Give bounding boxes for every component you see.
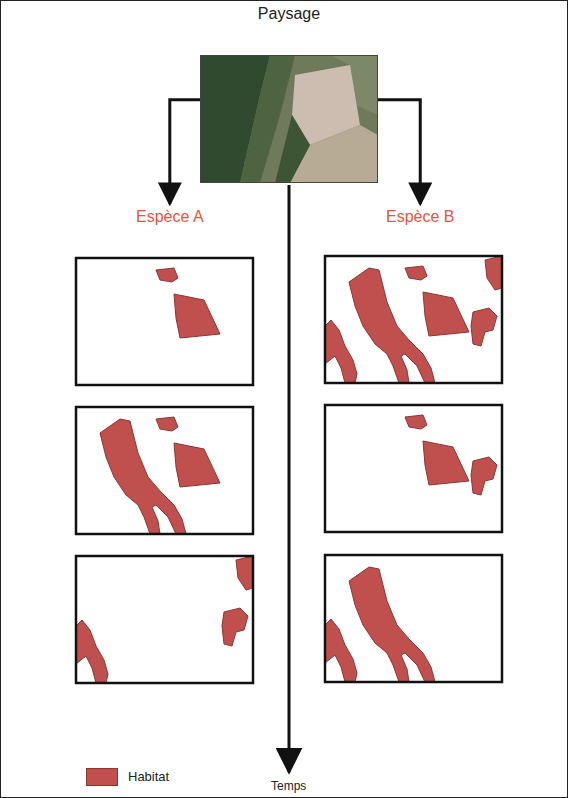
habitat-panel bbox=[76, 258, 253, 385]
photo-node: Paysage bbox=[200, 55, 378, 183]
habitat-panel bbox=[325, 256, 502, 383]
species-label: Espèce A bbox=[132, 206, 208, 228]
connector-arrow bbox=[170, 100, 200, 204]
species-heading: Espèce A bbox=[132, 206, 208, 228]
species-heading: Espèce B bbox=[382, 206, 458, 228]
habitat-panel bbox=[76, 556, 253, 683]
legend-swatch bbox=[86, 768, 118, 786]
habitat-panel bbox=[76, 407, 253, 534]
legend-text: Habitat bbox=[128, 769, 169, 784]
species-label: Espèce B bbox=[382, 206, 458, 228]
habitat-panel bbox=[325, 555, 502, 682]
time-arrow bbox=[288, 185, 291, 772]
aerial-photo bbox=[200, 55, 378, 183]
habitat-panel bbox=[325, 405, 502, 532]
axis-label: Temps bbox=[271, 779, 306, 793]
landscape-heading: Paysage bbox=[258, 5, 320, 23]
connector-arrow bbox=[378, 100, 420, 204]
